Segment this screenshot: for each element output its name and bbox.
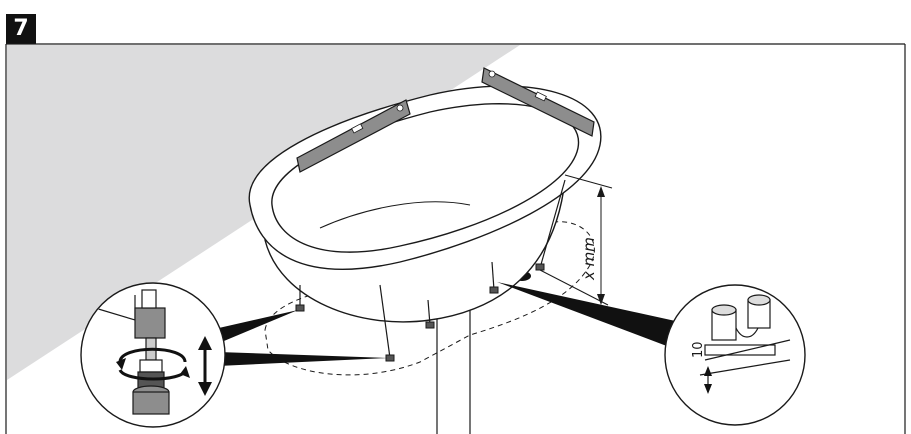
pointer-right [497,282,680,348]
figure-frame [5,43,906,434]
height-dimension [539,174,613,306]
height-dimension-label: x mm [580,237,598,281]
pointer-left-lower [218,352,388,366]
bathtub-legs [299,179,566,359]
drain-trap-detail [664,284,806,426]
spirit-level-left [296,99,411,173]
step-number-badge: 7 [6,14,36,44]
gap-dimension-label: 10 [691,341,706,358]
spirit-level-right [481,67,595,137]
adjustable-foot-detail [80,282,226,428]
pointer-left-upper [210,310,298,346]
